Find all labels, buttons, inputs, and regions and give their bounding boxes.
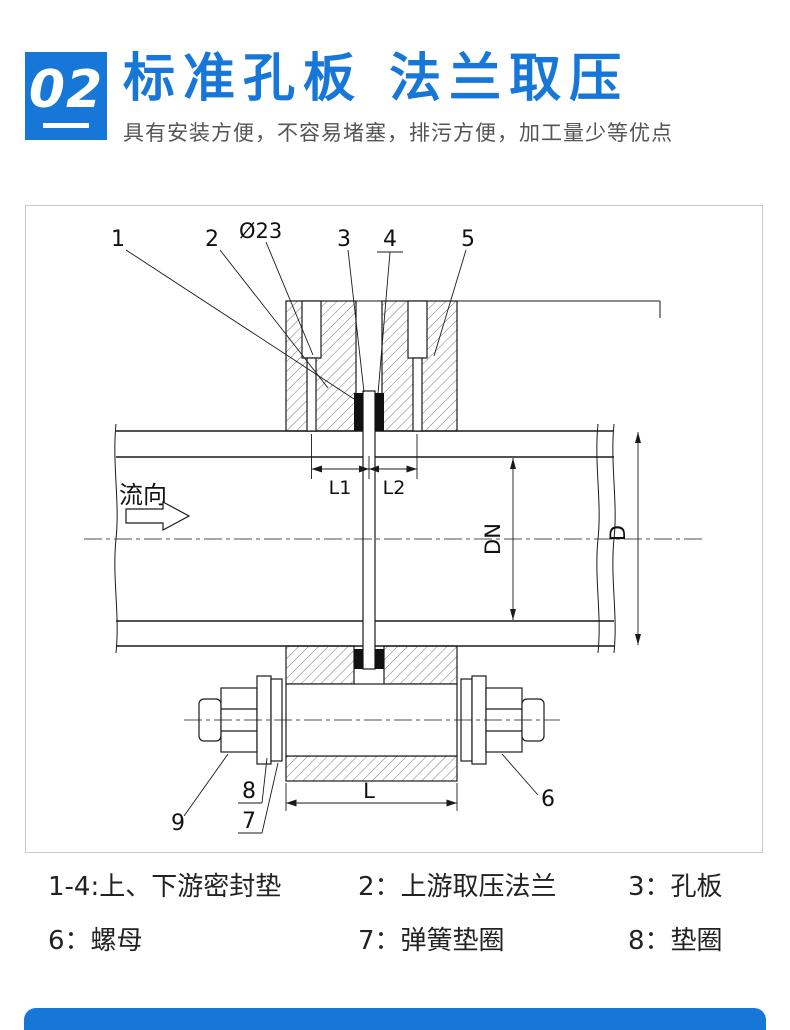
dim-label-l2: L2 bbox=[383, 477, 406, 499]
dimension-l-arrows bbox=[286, 799, 457, 807]
drawing-panel: L1 L2 DN D bbox=[25, 205, 763, 853]
section-number-badge: 02 bbox=[25, 52, 107, 140]
dim-label-l1: L1 bbox=[329, 477, 352, 499]
callout-6: 6 bbox=[541, 787, 555, 812]
section-number: 02 bbox=[28, 60, 104, 120]
callout-4: 4 bbox=[383, 227, 397, 252]
callout-5: 5 bbox=[461, 227, 475, 252]
legend-item: 2：上游取压法兰 bbox=[358, 872, 557, 902]
legend-item: 8：垫圈 bbox=[628, 926, 723, 956]
header: 02 标准孔板 法兰取压 具有安装方便，不容易堵塞，排污方便，加工量少等优点 bbox=[25, 52, 673, 147]
callout-diameter: Ø23 bbox=[239, 219, 282, 243]
legend-item: 6：螺母 bbox=[48, 926, 143, 956]
page-subtitle: 具有安装方便，不容易堵塞，排污方便，加工量少等优点 bbox=[123, 120, 673, 145]
legend-item: 1-4:上、下游密封垫 bbox=[48, 872, 282, 902]
callout-1: 1 bbox=[111, 227, 125, 252]
legend-item: 7：弹簧垫圈 bbox=[358, 926, 505, 956]
sealing-gaskets bbox=[354, 393, 384, 669]
badge-underline bbox=[43, 123, 89, 128]
legend: 1-4:上、下游密封垫 2：上游取压法兰 3：孔板 6：螺母 7：弹簧垫圈 8：… bbox=[48, 866, 760, 974]
dimension-l1-l2-arrows bbox=[311, 465, 417, 473]
callout-3: 3 bbox=[337, 227, 351, 252]
page-title: 标准孔板 法兰取压 bbox=[123, 49, 630, 109]
callout-leaders bbox=[125, 241, 539, 834]
upper-flange bbox=[285, 300, 458, 432]
legend-row: 6：螺母 7：弹簧垫圈 8：垫圈 bbox=[48, 920, 760, 957]
flow-label: 流向 bbox=[119, 481, 167, 509]
callout-2: 2 bbox=[205, 227, 219, 252]
dim-label-dn: DN bbox=[481, 523, 505, 555]
bottom-accent-bar bbox=[24, 1008, 766, 1030]
flow-arrow-icon bbox=[125, 500, 191, 532]
dimension-d-arrows bbox=[635, 432, 641, 645]
dimension-dn-arrows bbox=[510, 458, 516, 620]
legend-row: 1-4:上、下游密封垫 2：上游取压法兰 3：孔板 bbox=[48, 866, 760, 903]
dimension-l bbox=[285, 783, 458, 811]
callout-7: 7 bbox=[242, 809, 256, 834]
centerlines bbox=[84, 538, 702, 721]
dim-label-d: D bbox=[606, 525, 630, 541]
technical-drawing: L1 L2 DN D bbox=[84, 219, 702, 836]
header-text: 标准孔板 法兰取压 具有安装方便，不容易堵塞，排污方便，加工量少等优点 bbox=[123, 52, 673, 147]
callout-8: 8 bbox=[242, 779, 256, 804]
legend-item: 3：孔板 bbox=[628, 872, 723, 902]
orifice-plate bbox=[362, 390, 376, 670]
callout-9: 9 bbox=[171, 811, 185, 836]
dim-label-l: L bbox=[363, 779, 375, 803]
